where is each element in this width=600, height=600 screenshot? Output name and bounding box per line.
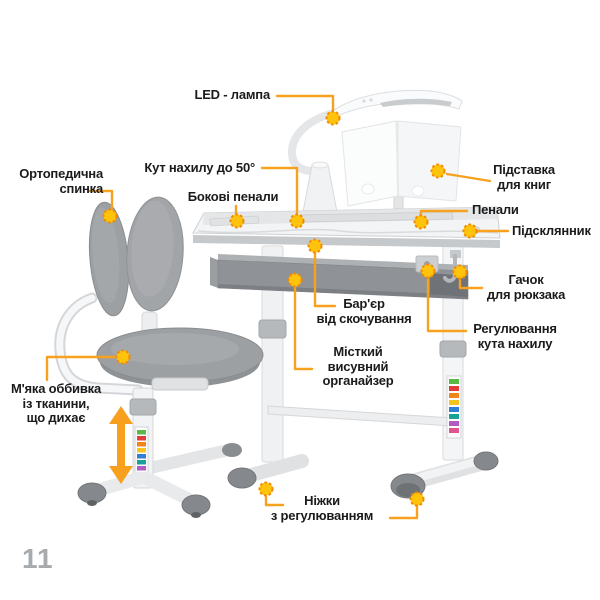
feature-markers [102,110,478,507]
led-lamp-marker-icon [325,110,341,126]
rolling-barrier-marker-icon [307,238,323,254]
label-tilt-adjustment: Регулювання кута нахилу [473,321,557,351]
backpack-hook-marker-icon [452,264,468,280]
feet-right-marker-icon [409,491,425,507]
pencil-cases-marker-icon [413,214,429,230]
tilt-angle-marker-icon [289,213,305,229]
cup-holder-marker-icon [462,223,478,239]
label-side-pencil-cases: Бокові пенали [187,189,279,204]
desk-beam [267,405,453,427]
drawer-top [218,254,468,271]
label-soft-upholstery: М'яка оббивка із тканини, що дихає [11,381,101,426]
led-lamp [288,89,463,213]
desktop-front-rim [193,235,500,248]
label-book-stand: Підставка для книг [493,162,555,192]
lamp-led-strip [380,98,452,107]
book-stand [341,120,462,215]
organizer-marker-icon [287,272,303,288]
backrest-pads [88,196,184,317]
leader-lines [45,94,510,520]
height-scale-sticker [134,426,149,474]
side-pencil-marker-icon [229,213,245,229]
height-arrow-icon [109,406,133,484]
label-orthopedic-back: Ортопедична спинка [19,166,103,196]
label-rolling-barrier: Бар'єр від скочування [316,296,412,326]
label-adjustable-feet: Ніжки з регулюванням [270,493,374,523]
label-organizer: Місткий висувний органайзер [322,344,394,389]
chair [54,196,264,518]
label-tilt-angle: Кут нахилу до 50° [144,160,255,175]
page-number: 11 [22,543,54,574]
soft-upholstery-marker-icon [115,349,131,365]
book-stand-right-panel [397,120,462,202]
tilt-adjustment-marker-icon [420,263,436,279]
label-cup-holder: Підсклянник [512,223,591,238]
label-backpack-hook: Гачок для рюкзака [486,272,566,302]
lamp-head [329,89,463,119]
height-scale-sticker [446,375,462,439]
desk-left-foot-cap [227,467,257,489]
lamp-neck [288,108,342,175]
feet-left-marker-icon [258,481,274,497]
book-stand-marker-icon [430,163,446,179]
orthopedic-back-marker-icon [102,208,118,224]
desk [192,206,501,499]
label-led-lamp: LED - лампа [194,87,270,102]
label-pencil-cases: Пенали [472,202,519,217]
